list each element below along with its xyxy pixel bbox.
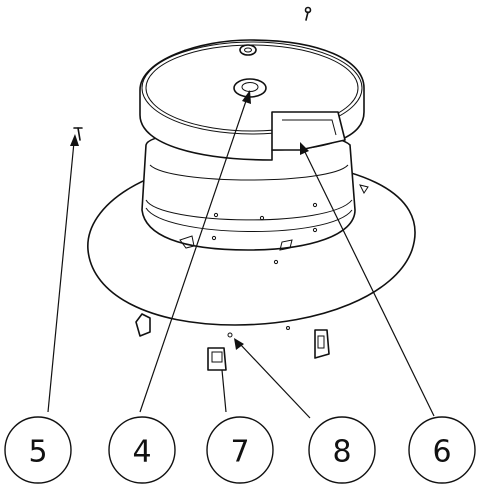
callout-5-label: 5 (28, 435, 47, 470)
callout-8: 8 (308, 416, 376, 484)
leader-7 (221, 369, 227, 413)
screw-left (73, 127, 83, 141)
callout-5: 5 (4, 416, 72, 484)
callout-8-label: 8 (332, 435, 351, 470)
callout-4-label: 4 (132, 435, 151, 470)
screw-top (304, 6, 312, 21)
bracket-left (135, 313, 151, 337)
bolt-8 (227, 332, 233, 338)
rivet (286, 326, 290, 330)
bracket-7 (207, 347, 227, 371)
leader-4 (139, 90, 251, 413)
callout-6: 6 (408, 416, 476, 484)
leader-5 (47, 134, 79, 413)
callout-7: 7 (206, 416, 274, 484)
callout-6-label: 6 (432, 435, 451, 470)
leader-8 (234, 338, 311, 419)
bracket-right (314, 329, 330, 359)
leader-6 (300, 142, 435, 417)
callout-4: 4 (108, 416, 176, 484)
top-cover (139, 39, 365, 161)
callout-7-label: 7 (230, 435, 249, 470)
